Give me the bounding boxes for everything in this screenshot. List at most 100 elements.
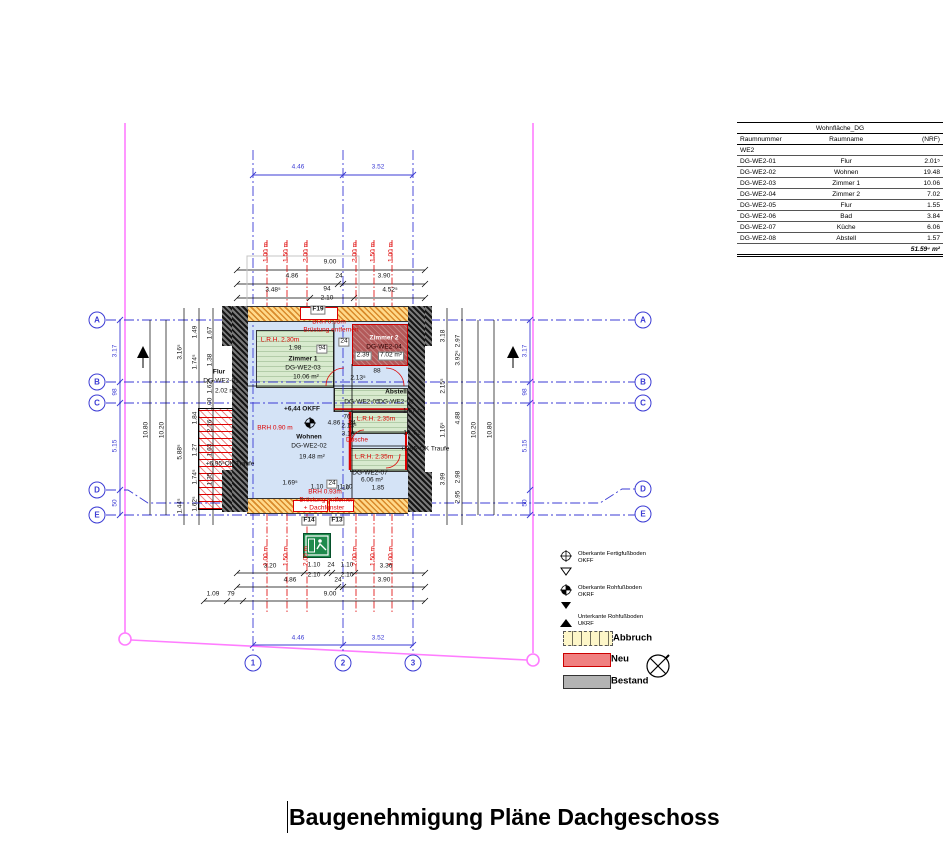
cell-name: Zimmer 2 [807,188,886,200]
grid-label: B [640,377,646,387]
grid-bubble-a-left: A [88,311,106,329]
cell-num: DG-WE2-06 [737,210,808,222]
dim-label: 18 [403,429,411,437]
cell-name: Flur [807,155,886,167]
dim-label: 2.13⁵ [350,374,366,382]
dim-label: 94 [316,344,328,354]
dim-label: 1.10 [340,561,354,569]
dim-label: 88 [373,367,381,375]
roof-height-label: 1.00 m [387,242,395,262]
roof-height-label: 2.00 m [351,242,359,262]
grid-bubble-b-right: B [634,373,652,391]
dim-label: 1.27 [191,443,199,457]
annotation-traufe-left: +6,95⁵OK Traufe [205,460,255,468]
grid-label: E [640,509,646,519]
table-header-nrf: (NRF) [885,133,943,145]
text-cursor [287,801,288,833]
dim-label: 1.98 [288,344,302,352]
legend-line: OKRF [578,592,595,599]
page-title: Baugenehmigung Pläne Dachgeschoss [289,804,720,830]
dim-label: 3.90 [377,576,391,584]
roof-height-label: 1.00 m [387,546,395,566]
wall-pier-bottom-left [222,470,232,512]
okrf-symbol-icon [560,584,572,609]
window-tag-f14: F14 [301,516,317,526]
roof-height-label: 2.00 m [351,546,359,566]
room-name-wohnen: Wohnen [296,433,322,441]
dim-label: 4.88 [454,411,462,425]
section-marker-right [507,346,519,358]
grid-label: A [94,315,100,325]
wall-exterior-left [232,306,248,512]
dim-label: 2.39 [354,351,372,361]
cell-area: 7.02 [885,188,943,200]
roof-height-label: 1.00 m [262,546,270,566]
grid-label: 1 [250,658,256,668]
room-area-wohnen: 19.48 m² [299,453,325,461]
dim-label: 2.10 [340,571,354,579]
cell-num: DG-WE2-01 [737,155,808,167]
wall-pier-top-right [425,306,432,346]
cell-area: 1.55 [885,199,943,211]
dim-label: 62 [413,429,421,437]
dim-label-blue: 50 [521,499,529,507]
grid-bubble-a-right: A [634,311,652,329]
annotation-brh-top: BRH 0.93m [312,318,346,326]
legend-label-bestand: Bestand [611,675,649,687]
grid-label: 3 [410,658,416,668]
annotation-lrh: L.R.H. 2.30m [260,336,300,344]
cell-name: Wohnen [807,166,886,178]
dim-label: 3.18 [439,329,447,343]
legend-symbols [560,550,572,627]
grid-bubble-e-left: E [88,506,106,524]
grid-bubble-c-right: C [634,394,652,412]
cell-area: 6.06 [885,221,943,233]
room-name-zimmer2: Zimmer 2 [369,334,399,342]
table-title: Wohnfläche_DG [737,122,943,134]
grid-label: C [94,398,100,408]
dim-label: 1.74⁵ [191,469,199,485]
dim-label-blue: 3.17 [111,344,119,358]
cell-area: 10.06 [885,177,943,189]
dim-label: 1.10 [339,483,353,491]
room-name-abstell: Abstell [385,388,407,396]
dim-label-blue: 3.17 [521,344,529,358]
dim-label: 3.20 [263,562,277,570]
wall-exterior-right [408,306,425,512]
cell-num: DG-WE2-03 [737,177,808,189]
dim-label: 10.20 [470,421,478,439]
grid-bubble-d-right: D [634,480,652,498]
window-tag-f19: F19 [310,305,326,315]
grid-label: D [94,485,100,495]
dim-label-blue: 4.46 [291,163,305,171]
dim-label: 24 [335,272,343,280]
section-marker-left [137,346,149,358]
legend-swatch-abbruch [563,631,613,646]
table-group-we2: WE2 [737,144,943,156]
roof-height-label: 2.00 m [302,546,310,566]
cell-area: 2.01⁵ [885,155,943,167]
grid-label: D [640,484,646,494]
cell-name: Abstell [807,232,886,244]
dim-label: 2.10 [320,294,334,302]
table-total: 51.59⁴ m² [885,243,943,256]
dim-label: 1.74⁵ [191,354,199,370]
room-area-flur1: 2.02 m² [214,387,238,395]
legend-line: UKRF [578,621,594,628]
dim-label: 24 [334,576,342,584]
cell-num: DG-WE2-07 [737,221,808,233]
room-fill-abstell-flur [334,388,408,412]
dim-label: 2.97 [454,334,462,348]
annotation-okff-level: +6,44 OKFF [284,405,320,413]
cell-num: DG-WE2-04 [737,188,808,200]
annotation-brh: BRH 0.90 m [257,424,293,432]
dim-label: 1.69⁵ [282,479,298,487]
dim-label: 2.13⁵ [341,422,357,430]
dim-label: 24 [338,337,350,347]
cell-name: Zimmer 1 [807,177,886,189]
grid-bubble-d-left: D [88,481,106,499]
dim-label-blue: 5.15 [111,439,119,453]
